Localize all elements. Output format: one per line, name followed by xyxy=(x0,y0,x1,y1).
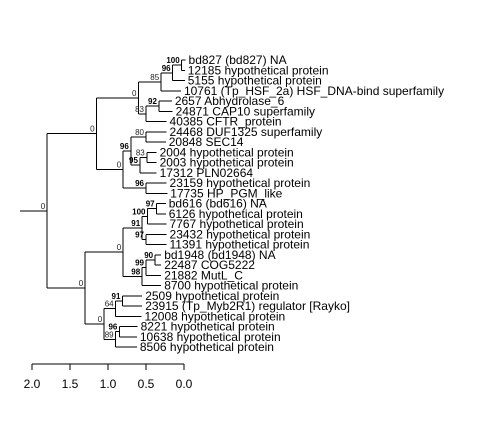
leaf-label: 20848 SEC14 xyxy=(169,135,244,149)
support-value: 96 xyxy=(162,64,171,73)
leaf-label: 5155 hypothetical protein xyxy=(188,74,322,88)
support-value: 83 xyxy=(135,105,144,114)
leaf-label: 24468 DUF1325 superfamily xyxy=(170,125,323,139)
support-value: 91 xyxy=(131,219,140,228)
support-value: 91 xyxy=(112,292,121,301)
support-value: 0 xyxy=(98,315,103,324)
support-value: 89 xyxy=(105,330,114,339)
support-value: 90 xyxy=(144,251,153,260)
leaf-label: 12185 hypothetical protein xyxy=(188,63,329,77)
leaf-label: bd1948 (bd1948) NA xyxy=(164,248,275,262)
leaf-label: 10761 (Tp_HSF_2a) HSF_DNA-bind superfami… xyxy=(184,84,444,98)
leaf-label: bd616 (bd616) NA xyxy=(169,197,267,211)
leaf-label: 12008 hypothetical protein xyxy=(144,309,285,323)
leaf-label: 17735 HP_PGM_like xyxy=(170,186,282,200)
support-value: 97 xyxy=(135,230,144,239)
axis-tick-label: 1.5 xyxy=(62,377,79,391)
leaf-label: 2509 hypothetical protein xyxy=(145,289,279,303)
support-value: 0 xyxy=(79,279,84,288)
support-value: 64 xyxy=(105,300,114,309)
leaf-label: 2004 hypothetical protein xyxy=(160,145,294,159)
leaf-label: 40385 CFTR_protein xyxy=(170,115,282,129)
support-value: 0 xyxy=(90,125,95,134)
leaf-label: 17312 PLN02664 xyxy=(160,166,254,180)
leaf-label: 2657 Abhydrolase_6 xyxy=(175,94,285,108)
tree-branches xyxy=(20,59,186,348)
leaf-label: 23915 (Tp_Myb2R1) regulator [Rayko] xyxy=(145,299,350,313)
support-value: 92 xyxy=(148,97,157,106)
support-value: 0 xyxy=(117,161,122,170)
support-value: 85 xyxy=(150,73,159,82)
leaf-label: 10638 hypothetical protein xyxy=(140,330,281,344)
support-value: 95 xyxy=(129,156,138,165)
support-value: 80 xyxy=(135,128,144,137)
support-value: 96 xyxy=(108,323,117,332)
leaf-label: 23432 hypothetical protein xyxy=(170,227,311,241)
support-value: 100 xyxy=(132,207,146,216)
leaf-label: 8506 hypothetical protein xyxy=(140,340,274,354)
leaf-label: 22487 COG5222 xyxy=(164,258,255,272)
leaf-label: 23159 hypothetical protein xyxy=(170,176,311,190)
axis-tick-label: 0.5 xyxy=(138,377,155,391)
leaf-label: 21882 MutL_C xyxy=(164,268,243,282)
support-value: 96 xyxy=(120,142,129,151)
axis-tick-label: 0.0 xyxy=(176,377,193,391)
support-value: 0 xyxy=(41,202,46,211)
support-value: 99 xyxy=(135,259,144,268)
support-value: 100 xyxy=(166,56,180,65)
leaf-label: 8221 hypothetical protein xyxy=(141,320,275,334)
distance-axis: 2.0 1.5 1.0 0.5 0.0 xyxy=(24,363,193,391)
support-value: 97 xyxy=(146,200,155,209)
leaf-label: 24871 CAP10 superfamily xyxy=(176,104,315,118)
leaf-label: 11391 hypothetical protein xyxy=(170,238,310,252)
support-value: 0 xyxy=(132,89,137,98)
leaf-label: 6126 hypothetical protein xyxy=(169,207,303,221)
support-value: 96 xyxy=(135,179,144,188)
leaf-label: 7767 hypothetical protein xyxy=(170,217,304,231)
support-value: 0 xyxy=(117,243,122,252)
support-values: 0008596100839209680958396009110097979899… xyxy=(41,56,181,339)
axis-tick-label: 2.0 xyxy=(24,377,41,391)
leaf-label: bd827 (bd827) NA xyxy=(189,53,287,67)
leaf-label: 2003 hypothetical protein xyxy=(160,156,294,170)
support-value: 98 xyxy=(131,268,140,277)
leaf-label: 8700 hypothetical protein xyxy=(164,279,298,293)
axis-tick-label: 1.0 xyxy=(100,377,117,391)
support-value: 83 xyxy=(136,148,145,157)
